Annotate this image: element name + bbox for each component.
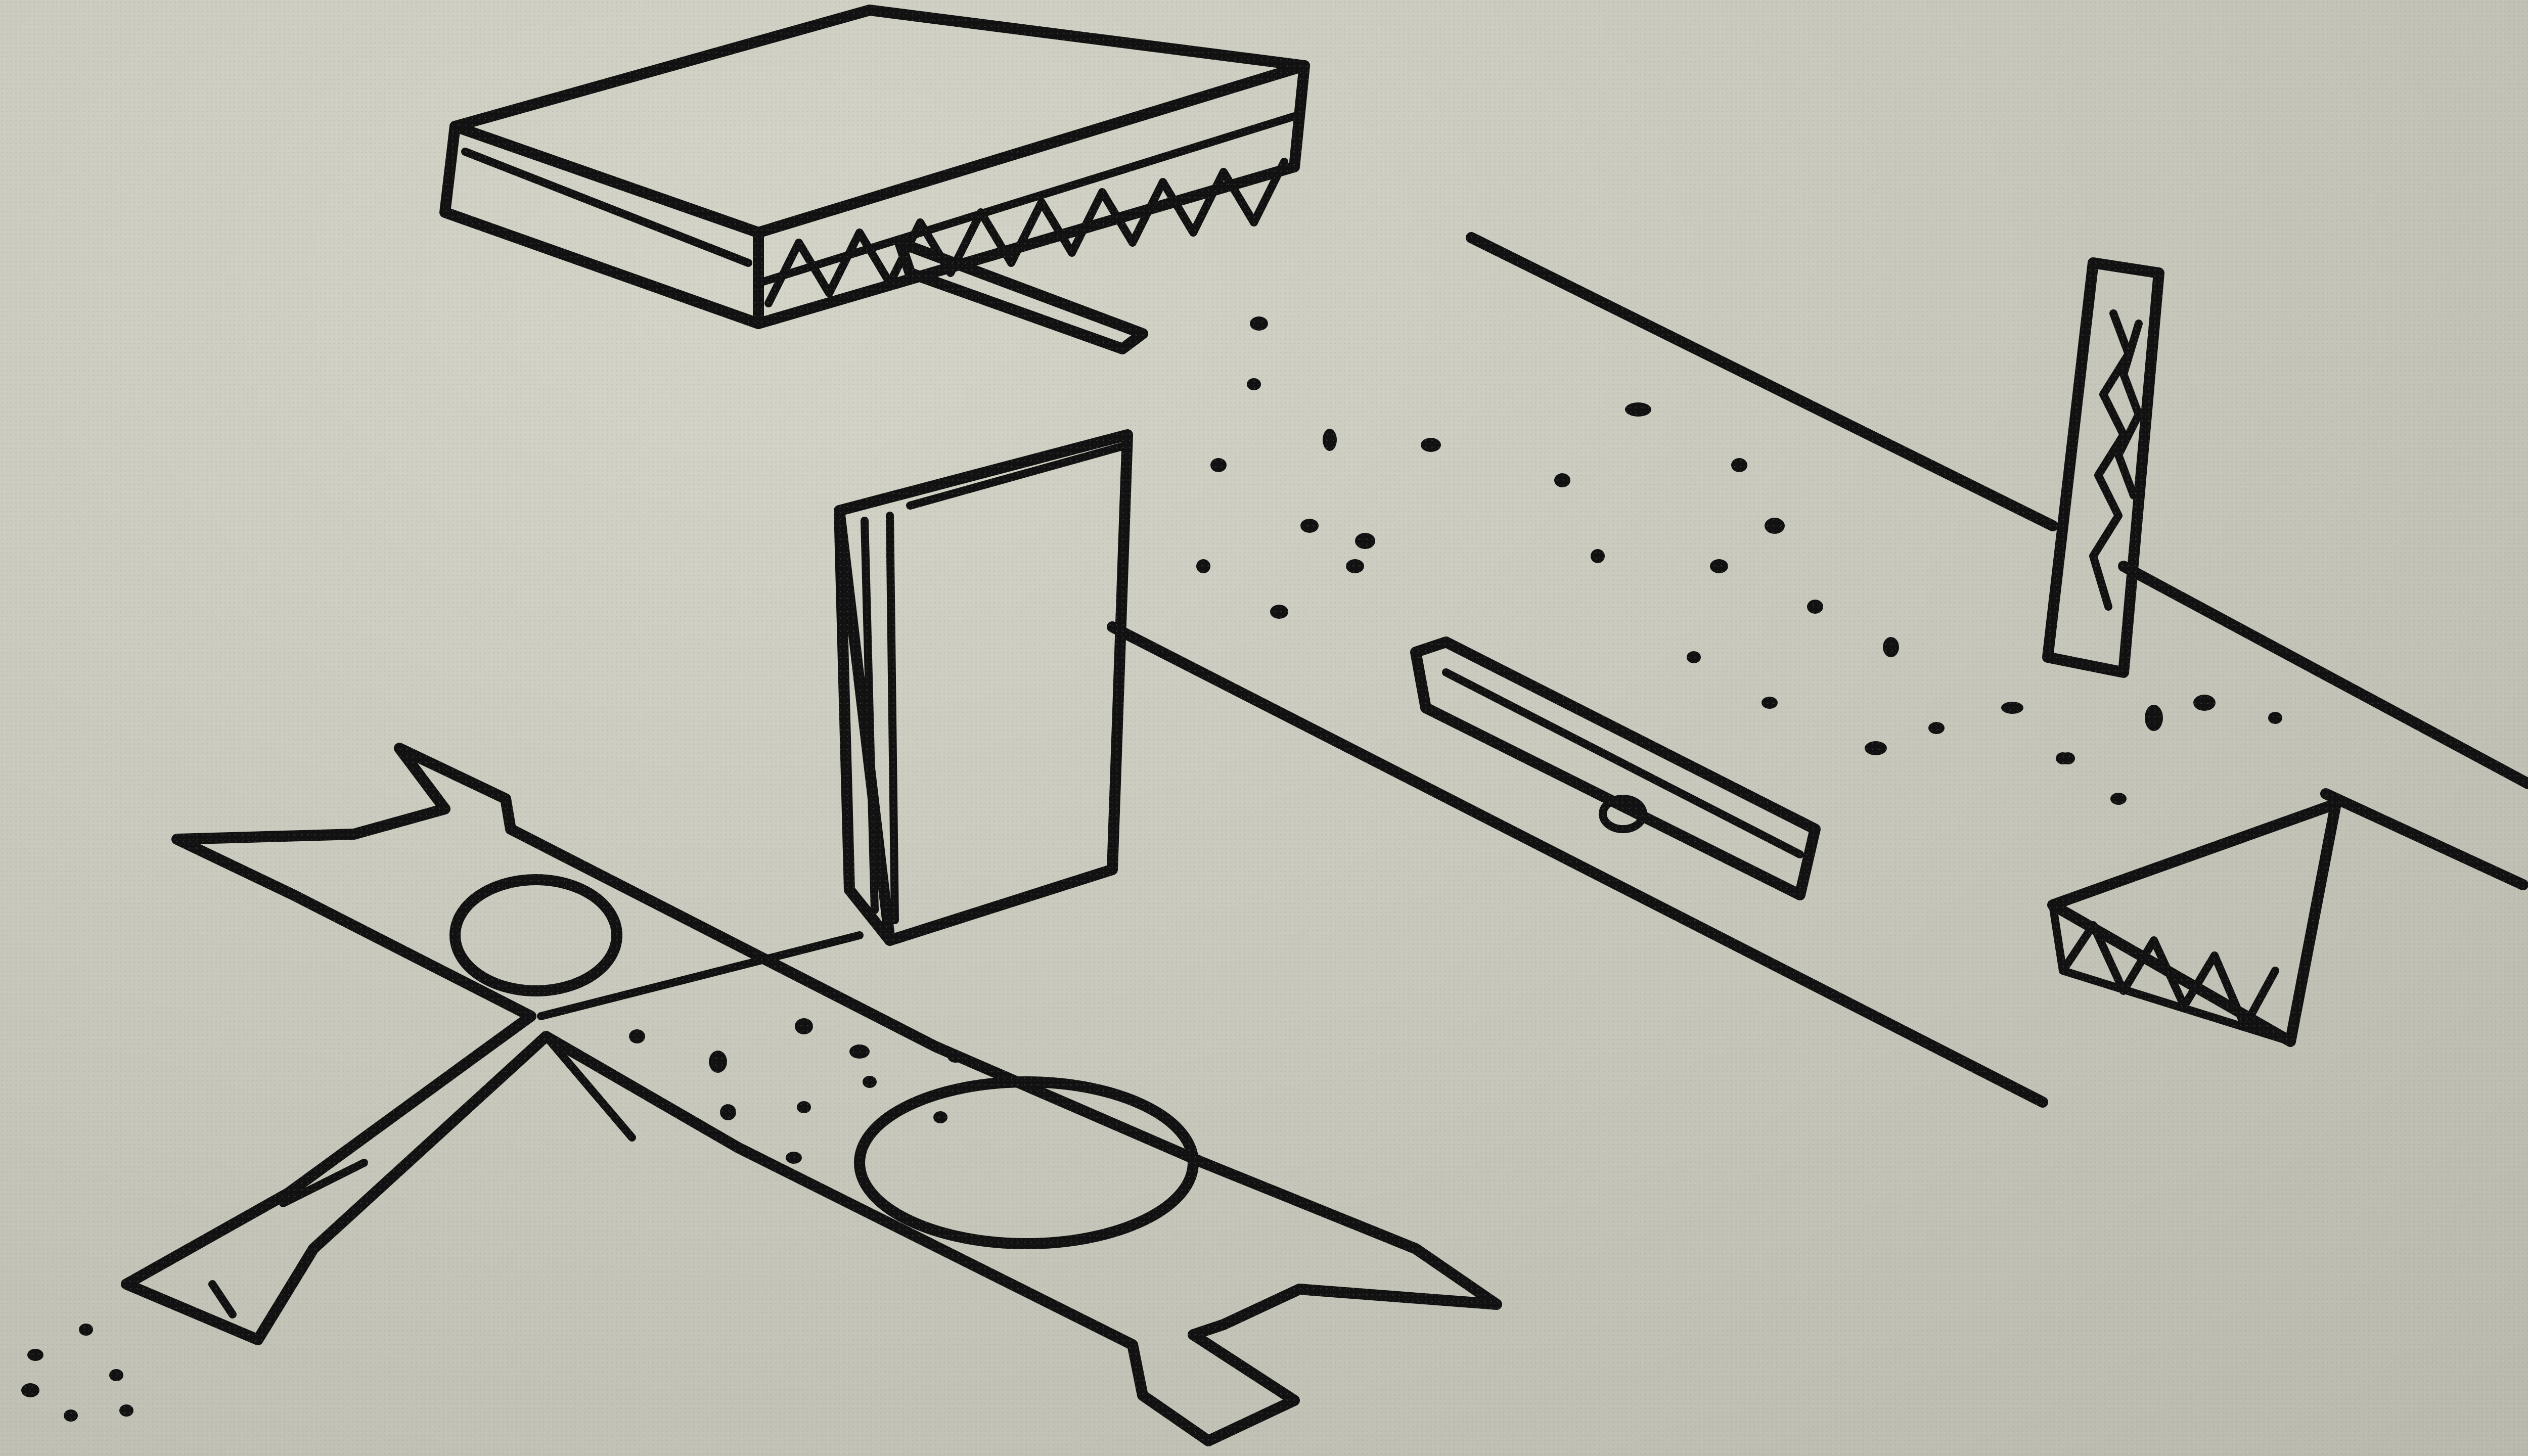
small-slab: [2053, 804, 2336, 1041]
dot-scatter: [21, 316, 2282, 1422]
cross-platform: [126, 748, 1497, 1441]
tall-post: [2048, 263, 2159, 672]
low-bar: [1416, 642, 1815, 895]
floating-slab: [445, 10, 1304, 349]
long-plane: [1112, 238, 2528, 1102]
upright-block: [839, 435, 1127, 940]
